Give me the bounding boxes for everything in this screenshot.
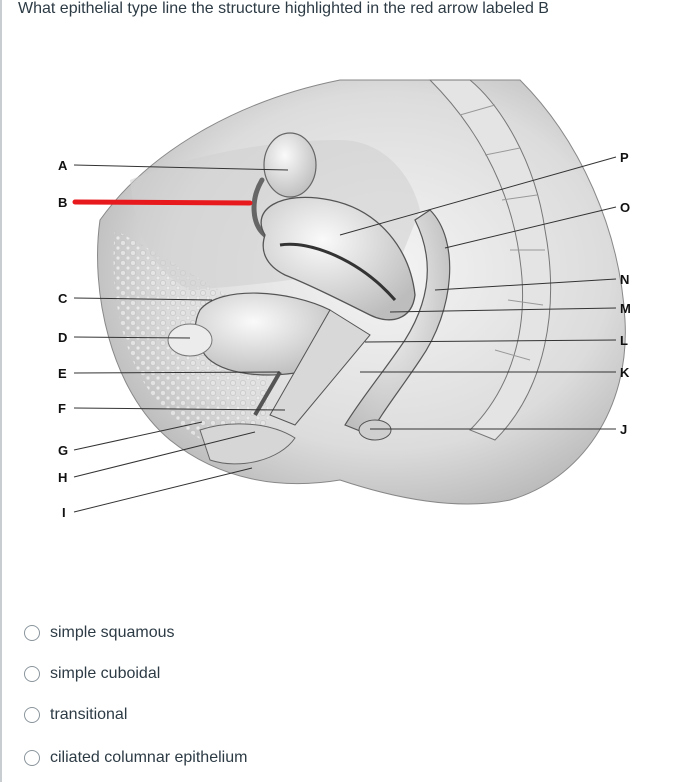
answer-option[interactable]: simple cuboidal: [24, 665, 160, 683]
label-p: P: [620, 150, 629, 165]
urethra: [253, 370, 282, 417]
answer-label[interactable]: simple squamous: [50, 624, 175, 641]
anatomy-figure: A B C D E F G H I P O N M L K J: [40, 60, 660, 560]
answer-label[interactable]: ciliated columnar epithelium: [50, 749, 248, 766]
uterine-tube: [251, 177, 268, 238]
answer-option[interactable]: ciliated columnar epithelium: [24, 749, 247, 767]
label-h: H: [58, 470, 67, 485]
content-frame-border: [0, 0, 2, 782]
pubic-bone: [167, 323, 213, 357]
label-g: G: [58, 443, 68, 458]
label-i: I: [62, 505, 66, 520]
label-j: J: [620, 422, 627, 437]
rectum: [344, 209, 451, 436]
label-f: F: [58, 401, 66, 416]
ovary: [263, 132, 317, 198]
label-b: B: [58, 195, 67, 210]
label-a: A: [58, 158, 68, 173]
label-d: D: [58, 330, 67, 345]
radio-button[interactable]: [24, 707, 40, 723]
highlight-arrow-b: [72, 199, 253, 206]
radio-button[interactable]: [24, 666, 40, 682]
answer-label[interactable]: simple cuboidal: [50, 665, 161, 682]
label-l: L: [620, 333, 628, 348]
answer-option[interactable]: simple squamous: [24, 624, 175, 642]
label-e: E: [58, 366, 67, 381]
uterine-cavity: [279, 242, 397, 301]
radio-button[interactable]: [24, 750, 40, 766]
label-o: O: [620, 200, 630, 215]
vagina: [269, 309, 371, 426]
anal-canal: [358, 419, 392, 441]
left-leader-lines: [73, 164, 289, 513]
label-k: K: [620, 365, 630, 380]
question-text: What epithelial type line the structure …: [18, 0, 549, 17]
answer-option[interactable]: transitional: [24, 706, 127, 724]
label-m: M: [620, 301, 631, 316]
right-leader-lines: [339, 156, 617, 430]
label-n: N: [620, 272, 629, 287]
labia: [199, 423, 296, 465]
radio-button[interactable]: [24, 625, 40, 641]
sacrum: [428, 79, 552, 441]
label-c: C: [58, 291, 68, 306]
answer-label[interactable]: transitional: [50, 706, 128, 723]
uterus: [260, 196, 416, 321]
pelvis-sagittal-diagram: A B C D E F G H I P O N M L K J: [58, 79, 631, 520]
